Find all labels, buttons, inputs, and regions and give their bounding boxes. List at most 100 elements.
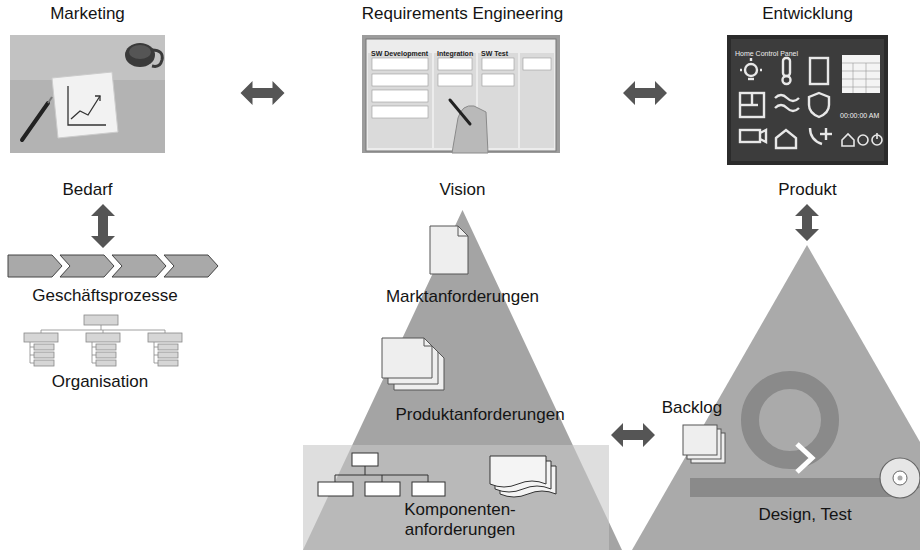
cd-disc-part: [898, 476, 903, 481]
screen-photo-part-part: [820, 133, 832, 135]
screen-photo-part-part: [783, 58, 790, 76]
component-tree-part: [318, 482, 353, 496]
organisation-chart-part: [92, 363, 96, 364]
marketing-photo-part: [52, 72, 118, 138]
process-chevrons-part: [164, 255, 218, 277]
screen-photo-part-part: [853, 63, 854, 93]
screen-photo-part-part: [876, 133, 878, 139]
component-tree-part: [428, 475, 429, 482]
text-slot: Komponenten- anforderungen: [379, 500, 541, 541]
organisation-chart-part: [158, 344, 178, 350]
text-slot: Requirements Engineering: [355, 4, 570, 24]
organisation-chart-part: [34, 352, 54, 358]
text-slot: Design, Test: [725, 505, 885, 525]
node-text: Komponenten- anforderungen: [379, 500, 541, 541]
document-stack-part: [382, 338, 432, 378]
organisation-chart-part: [148, 333, 182, 342]
screen-photo-part-part: [809, 93, 829, 117]
screen-photo-part-part: [748, 78, 754, 80]
board-photo-part: [368, 53, 432, 148]
marketing-photo-part: [68, 86, 106, 125]
triangle-outline: [632, 245, 920, 550]
text-slot: Produktanforderungen: [360, 405, 600, 425]
marketing-photo-part: [10, 35, 165, 80]
text-slot: Marktanforderungen: [352, 287, 573, 307]
screen-photo-part-part: [740, 104, 758, 106]
component-band: Komponenten- anforderungen: [303, 445, 609, 550]
board-photo-part: [520, 53, 554, 148]
screen-photo-part-part: [750, 58, 752, 61]
text-slot: Marketing: [5, 4, 170, 24]
organisation-chart-part: [165, 330, 166, 333]
document-icon-part: [430, 226, 468, 274]
label-slot: Home Control Panel: [735, 42, 798, 60]
organisation-chart-part: [96, 344, 116, 350]
organisation-chart-part: [154, 355, 158, 356]
cd-disc-part: [893, 471, 907, 485]
node-text: Marketing: [50, 4, 125, 24]
screen-photo-part-part: [810, 128, 822, 144]
organisation-chart-part: [30, 355, 34, 356]
screen-photo-part-part: [760, 69, 762, 71]
component-tree-part: [365, 466, 366, 475]
label-slot: Integration: [437, 42, 473, 60]
organisation-chart-part: [154, 342, 155, 363]
organisation-chart-part: [34, 344, 54, 350]
node-text: Organisation: [52, 372, 148, 392]
process-chevrons-part: [8, 255, 62, 277]
screen-photo-part-part: [740, 130, 760, 142]
board-photo: [362, 35, 560, 153]
backlog-stack-part: [683, 425, 717, 455]
double-arrow: [241, 81, 285, 105]
marketing-photo: [10, 35, 165, 153]
process-chevrons-part: [112, 255, 166, 277]
node-text: Vision: [440, 180, 486, 200]
marketing-photo-part: [125, 43, 155, 67]
text-slot: Vision: [355, 180, 570, 200]
photo-label: Home Control Panel: [735, 50, 798, 57]
screen-photo-part: [842, 63, 880, 93]
process-chevrons-part: [60, 255, 114, 277]
marketing-photo-part: [71, 96, 100, 119]
organisation-chart-part: [92, 355, 96, 356]
screen-photo-part-part: [776, 130, 796, 148]
organisation-chart-part: [24, 333, 58, 342]
photo-label: SW Development: [371, 50, 428, 57]
marketing-photo-part: [10, 35, 165, 153]
marketing-photo-part: [95, 96, 100, 101]
board-photo-part: [372, 106, 428, 118]
board-photo-part: [438, 74, 472, 86]
marketing-photo-part: [48, 97, 52, 103]
label-slot: SW Test: [481, 42, 508, 60]
component-tree-part: [412, 482, 445, 496]
screen-photo-part-part: [783, 76, 791, 84]
iteration-cycle: [750, 380, 830, 472]
iteration-cycle-part: [797, 444, 812, 472]
process-chain: Geschäftsprozesse: [0, 252, 210, 310]
board-photo-part: [450, 100, 470, 124]
double-arrow: [91, 204, 115, 248]
iteration-cycle-part: [750, 380, 830, 460]
screen-photo-part-part: [858, 135, 868, 145]
organisation-chart-part: [92, 347, 96, 348]
document-icon-part: [458, 226, 468, 236]
component-tree-part: [335, 475, 336, 482]
document-stack-part: [424, 338, 432, 346]
board-photo-part: [372, 58, 428, 70]
process-chevrons: [8, 255, 218, 277]
component-tree: [318, 453, 445, 496]
photo-panel: EntwicklungProdukt: [720, 2, 895, 200]
organisation-chart-part: [30, 342, 31, 363]
cd-disc: [880, 458, 920, 498]
board-photo-part: [362, 35, 560, 153]
document-icon: [430, 226, 468, 274]
screen-photo: [727, 35, 888, 165]
screen-photo-part-part: [740, 69, 742, 71]
marketing-photo-part: [129, 45, 151, 59]
screen-photo-part-part: [745, 64, 757, 76]
double-arrow: [795, 204, 819, 241]
screen-photo-part-part: [810, 58, 828, 84]
double-arrow: [623, 81, 667, 105]
